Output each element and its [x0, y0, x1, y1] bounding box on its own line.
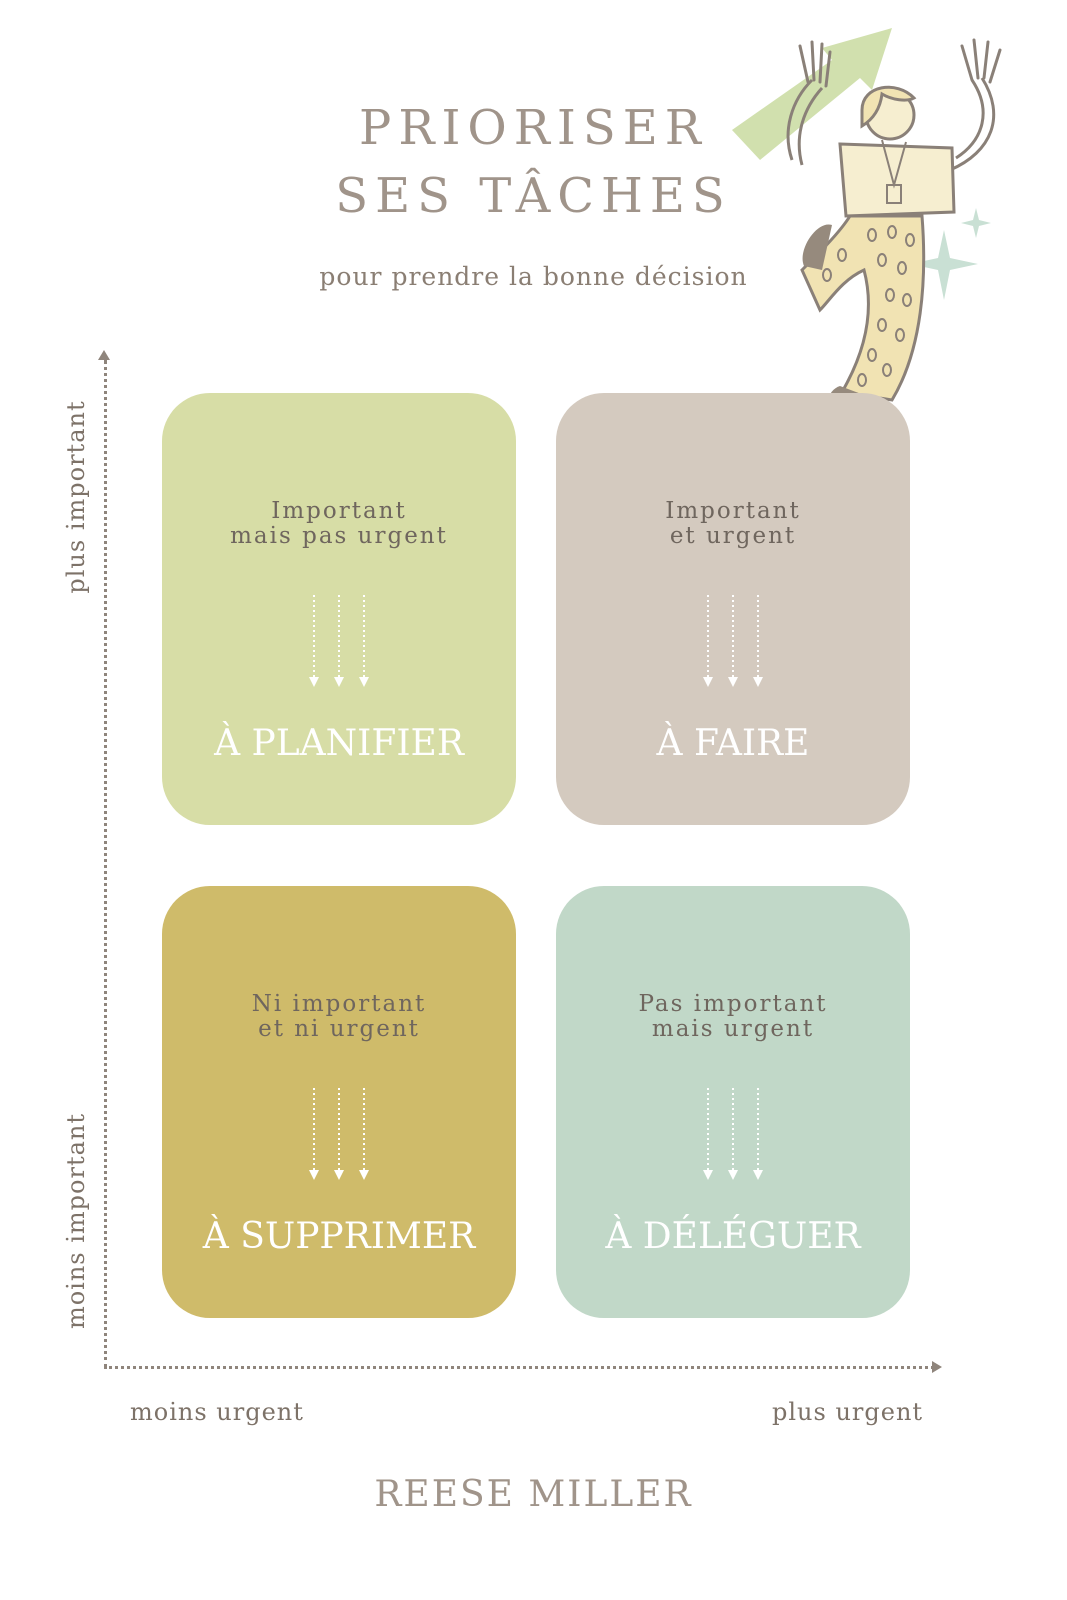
- quadrant-description-line-1: Ni important: [251, 991, 427, 1017]
- quadrant-description-line-1: Important: [665, 498, 801, 524]
- jumping-person-with-arrow-icon: [732, 28, 1002, 422]
- arrow-head-icon: [753, 677, 763, 687]
- arrow-head-icon: [359, 677, 369, 687]
- growth-arrow-icon: [732, 28, 892, 160]
- quadrant-action: À DÉLÉGUER: [605, 1216, 861, 1257]
- quadrant-action: À FAIRE: [656, 723, 810, 764]
- author-name: REESE MILLER: [374, 1474, 693, 1515]
- arrow-head-icon: [728, 677, 738, 687]
- x-axis-label-right: plus urgent: [772, 1398, 924, 1426]
- x-axis-line: [104, 1366, 934, 1369]
- quadrant-description: Important mais pas urgent: [162, 499, 516, 549]
- quadrant-description: Ni important et ni urgent: [162, 992, 516, 1042]
- page-title-line-2: SES TÂCHES: [335, 168, 732, 224]
- quadrant-card-plan: Important mais pas urgent À PLANIFIER: [162, 393, 516, 825]
- quadrant-description-line-1: Pas important: [638, 991, 828, 1017]
- x-axis-arrow-icon: [932, 1361, 942, 1373]
- arrow-head-icon: [309, 1170, 319, 1180]
- quadrant-card-do: Important et urgent À FAIRE: [556, 393, 910, 825]
- quadrant-description-line-2: et urgent: [669, 523, 797, 549]
- arrow-head-icon: [728, 1170, 738, 1180]
- y-axis-arrow-icon: [98, 350, 110, 360]
- arrow-head-icon: [334, 1170, 344, 1180]
- arrow-head-icon: [359, 1170, 369, 1180]
- page-title-line-1: PRIORISER: [359, 100, 708, 156]
- quadrant-action: À PLANIFIER: [214, 723, 464, 764]
- quadrant-description: Important et urgent: [556, 499, 910, 549]
- dotted-down-arrows-icon: [703, 595, 763, 687]
- quadrant-card-delete: Ni important et ni urgent À SUPPRIMER: [162, 886, 516, 1318]
- arrow-head-icon: [334, 677, 344, 687]
- quadrant-description-line-2: mais urgent: [651, 1016, 815, 1042]
- y-axis-line: [104, 360, 107, 1368]
- y-axis-label-top: plus important: [62, 400, 90, 594]
- quadrant-description: Pas important mais urgent: [556, 992, 910, 1042]
- quadrant-description-line-1: Important: [271, 498, 407, 524]
- dotted-down-arrows-icon: [703, 1088, 763, 1180]
- x-axis-label-left: moins urgent: [130, 1398, 304, 1426]
- arrow-head-icon: [309, 677, 319, 687]
- dotted-down-arrows-icon: [309, 595, 369, 687]
- arrow-head-icon: [703, 677, 713, 687]
- arrow-head-icon: [753, 1170, 763, 1180]
- quadrant-description-line-2: et ni urgent: [258, 1016, 420, 1042]
- quadrant-action: À SUPPRIMER: [202, 1216, 476, 1257]
- dotted-down-arrows-icon: [309, 1088, 369, 1180]
- page-subtitle: pour prendre la bonne décision: [319, 262, 748, 291]
- y-axis-label-bottom: moins important: [62, 1112, 90, 1330]
- quadrant-description-line-2: mais pas urgent: [230, 523, 448, 549]
- quadrant-card-delegate: Pas important mais urgent À DÉLÉGUER: [556, 886, 910, 1318]
- arrow-head-icon: [703, 1170, 713, 1180]
